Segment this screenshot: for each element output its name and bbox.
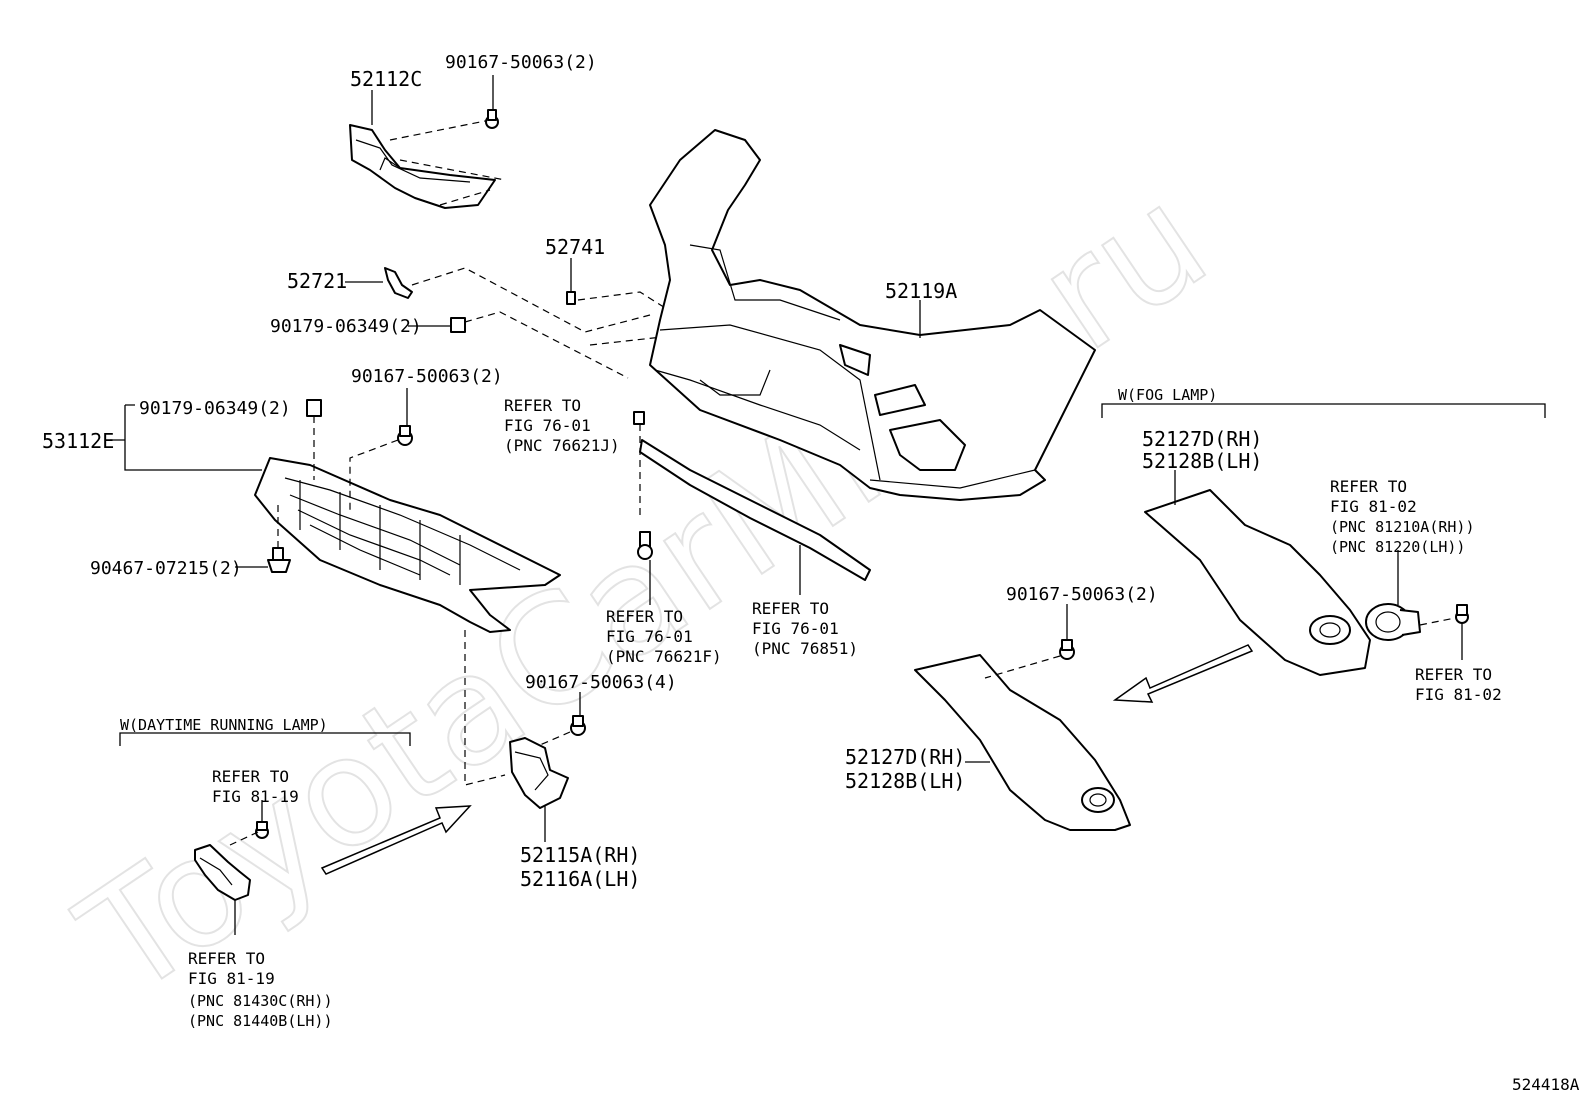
label-90179-b: 90179-06349(2) xyxy=(139,398,291,419)
label-53112e: 53112E xyxy=(42,429,114,453)
label-90167-mid: 90167-50063(2) xyxy=(351,366,503,387)
label-90179-a: 90179-06349(2) xyxy=(270,316,422,337)
fog-cover-upper-drawing xyxy=(1144,489,1371,676)
clip-90467-icon xyxy=(267,547,291,573)
svg-text:REFER TO: REFER TO xyxy=(504,396,581,415)
bumper-cover-52119a-drawing xyxy=(649,129,1096,501)
guide-90167-lamp xyxy=(539,731,571,746)
label-52741: 52741 xyxy=(545,235,605,259)
fog-lamp-unit-drawing xyxy=(1365,603,1421,641)
label-52112c: 52112C xyxy=(350,67,422,91)
guide-90179-a xyxy=(464,311,629,379)
part-52112c-drawing xyxy=(349,124,496,209)
clip-76621j-icon xyxy=(633,411,645,425)
fog-cover-lower-drawing xyxy=(914,654,1131,831)
svg-text:FIG 81-19: FIG 81-19 xyxy=(212,787,299,806)
ref-fog-clip-81-02: REFER TO FIG 81-02 xyxy=(1415,665,1502,704)
label-52116a: 52116A(LH) xyxy=(520,867,640,891)
svg-text:FIG 81-02: FIG 81-02 xyxy=(1330,497,1417,516)
svg-text:FIG 76-01: FIG 76-01 xyxy=(606,627,693,646)
clip-90179-icon xyxy=(450,317,466,333)
bracket-53112e xyxy=(110,404,262,471)
guide-fog-clip xyxy=(1419,617,1456,626)
ref-76621j: REFER TO FIG 76-01 (PNC 76621J) xyxy=(504,396,620,455)
label-52115a: 52115A(RH) xyxy=(520,843,640,867)
label-52721: 52721 xyxy=(287,269,347,293)
clip-90179-b-icon xyxy=(306,399,322,417)
svg-text:(PNC 81440B(LH)): (PNC 81440B(LH)) xyxy=(188,1012,333,1030)
bracket-drl xyxy=(119,732,411,746)
guide-52112c xyxy=(389,119,506,206)
clip-90167-lamp-icon xyxy=(570,715,586,736)
label-drl-group: W(DAYTIME RUNNING LAMP) xyxy=(120,716,328,734)
bracket-fog xyxy=(1101,403,1546,418)
label-52128b-b: 52128B(LH) xyxy=(845,769,965,793)
svg-text:REFER TO: REFER TO xyxy=(212,767,289,786)
pad-52741-icon xyxy=(566,291,576,305)
svg-text:REFER TO: REFER TO xyxy=(752,599,829,618)
leader-drl xyxy=(234,800,263,935)
label-90467: 90467-07215(2) xyxy=(90,558,242,579)
clip-fog-icon xyxy=(1455,604,1469,624)
label-90167-top: 90167-50063(2) xyxy=(445,52,597,73)
arrow-fog-icon xyxy=(1112,644,1254,703)
svg-text:REFER TO: REFER TO xyxy=(1330,477,1407,496)
guide-90167-right xyxy=(984,655,1061,679)
ref-76851: REFER TO FIG 76-01 (PNC 76851) xyxy=(752,599,858,658)
svg-text:(PNC 76851): (PNC 76851) xyxy=(752,639,858,658)
svg-text:(PNC 76621J): (PNC 76621J) xyxy=(504,436,620,455)
svg-text:REFER TO: REFER TO xyxy=(1415,665,1492,684)
svg-text:REFER TO: REFER TO xyxy=(606,607,683,626)
ref-drl-81-19-a: REFER TO FIG 81-19 xyxy=(212,767,299,806)
clip-52721-icon xyxy=(384,267,413,299)
label-52127d-a: 52127D(RH) xyxy=(1142,427,1262,451)
ref-fog-81-02: REFER TO FIG 81-02 (PNC 81210A(RH)) (PNC… xyxy=(1330,477,1475,556)
clip-icon xyxy=(485,109,499,129)
figure-code: 524418A xyxy=(1512,1075,1580,1094)
svg-text:FIG 81-19: FIG 81-19 xyxy=(188,969,275,988)
drl-lamp-drawing xyxy=(194,844,251,901)
ref-76621f: REFER TO FIG 76-01 (PNC 76621F) xyxy=(606,607,722,666)
label-52119a: 52119A xyxy=(885,279,957,303)
guide-drl xyxy=(229,831,259,846)
svg-text:REFER TO: REFER TO xyxy=(188,949,265,968)
screw-76621f-icon xyxy=(637,531,653,560)
drl-housing-52115a-drawing xyxy=(509,737,569,809)
svg-text:(PNC 81220(LH)): (PNC 81220(LH)) xyxy=(1330,538,1465,556)
svg-text:FIG 76-01: FIG 76-01 xyxy=(504,416,591,435)
guide-90167-mid xyxy=(349,439,399,510)
arrow-drl-icon xyxy=(320,805,472,875)
clip-90167-mid-icon xyxy=(397,425,413,446)
svg-text:(PNC 76621F): (PNC 76621F) xyxy=(606,647,722,666)
svg-text:FIG 81-02: FIG 81-02 xyxy=(1415,685,1502,704)
label-90167-right: 90167-50063(2) xyxy=(1006,584,1158,605)
svg-text:(PNC 81430C(RH)): (PNC 81430C(RH)) xyxy=(188,992,333,1010)
guide-52721 xyxy=(411,267,651,333)
label-52127d-b: 52127D(RH) xyxy=(845,745,965,769)
label-52128b-a: 52128B(LH) xyxy=(1142,449,1262,473)
label-fog-group: W(FOG LAMP) xyxy=(1118,386,1217,404)
ref-drl-81-19-b: REFER TO FIG 81-19 (PNC 81430C(RH)) (PNC… xyxy=(188,949,333,1030)
svg-text:(PNC 81210A(RH)): (PNC 81210A(RH)) xyxy=(1330,518,1475,536)
guide-grille-lamp xyxy=(464,630,506,786)
svg-text:FIG 76-01: FIG 76-01 xyxy=(752,619,839,638)
clip-drl-icon xyxy=(255,821,269,839)
molding-76851-drawing xyxy=(639,439,871,581)
label-90167-lamp: 90167-50063(4) xyxy=(525,672,677,693)
clip-90167-right-icon xyxy=(1059,639,1075,660)
grille-53112e-drawing xyxy=(254,457,561,633)
